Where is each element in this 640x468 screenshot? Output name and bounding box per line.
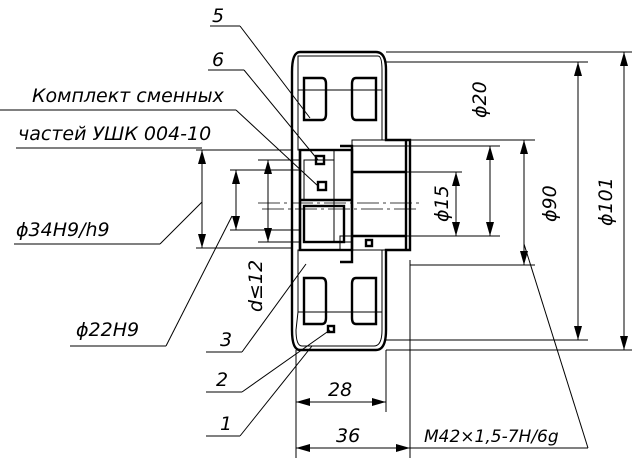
kit-label-line2: частей УШК 004-10 (18, 123, 211, 145)
fit-inner-label: ϕ22H9 (76, 319, 139, 341)
dimension-lines (198, 52, 628, 452)
dimension-labels: ϕ34H9/h9 ϕ22H9 d≤12 ϕ20 ϕ15 ϕ90 ϕ101 28 … (16, 81, 617, 447)
wheel-body (290, 50, 412, 352)
d-limit-label: d≤12 (245, 260, 267, 312)
fit-outer-label: ϕ34H9/h9 (16, 219, 110, 241)
item-5-label: 5 (212, 5, 224, 27)
len-28-label: 28 (328, 379, 352, 401)
dia-90-label: ϕ90 (539, 185, 561, 222)
dia-15-label: ϕ15 (431, 185, 453, 222)
item-3-label: 3 (220, 329, 232, 351)
callout-labels: 5 6 Комплект сменных частей УШК 004-10 3… (18, 5, 232, 435)
leader-lines (0, 25, 589, 449)
len-36-label: 36 (336, 425, 360, 447)
thread-label: M42×1,5-7H/6g (424, 427, 559, 447)
dia-101-label: ϕ101 (595, 177, 617, 226)
extension-lines (196, 51, 632, 458)
kit-label-line1: Комплект сменных (32, 85, 225, 107)
item-2-label: 2 (216, 369, 228, 391)
axis-lines (258, 202, 420, 210)
item-6-label: 6 (212, 49, 224, 71)
dia-20-label: ϕ20 (469, 81, 491, 118)
item-1-label: 1 (220, 413, 232, 435)
